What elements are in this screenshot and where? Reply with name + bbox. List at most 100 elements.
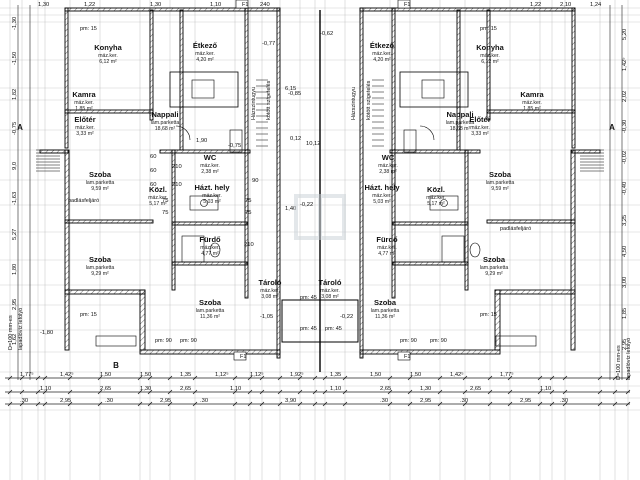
dimension-value: 1,62	[12, 334, 18, 345]
room-name: Nappali	[446, 110, 473, 119]
room-area: 9,29 m²	[485, 271, 503, 277]
room-area: 4,20 m²	[196, 57, 214, 63]
room-area: 3,33 m²	[76, 131, 94, 137]
dimension-tick	[597, 375, 603, 381]
wall	[359, 7, 364, 359]
room-name: Étkező	[193, 41, 218, 50]
room-floor: lam.parketta	[86, 180, 115, 186]
dimension-value: 2,95	[12, 299, 18, 310]
room-area: 1,85 m²	[75, 106, 93, 112]
wall	[139, 289, 146, 351]
room-floor: máz.ker.	[195, 51, 215, 57]
window-tag-box	[397, 0, 411, 9]
dimension-value: 0,12	[290, 136, 301, 142]
dimension-value: -0,40	[622, 182, 628, 195]
dimension-value: 1,40	[285, 206, 296, 212]
room-name: Szoba	[374, 298, 397, 307]
dimension-value: 2,65	[380, 386, 391, 392]
dimension-tick	[507, 401, 513, 407]
room-area: 5,03 m²	[203, 199, 221, 205]
wall	[571, 7, 576, 149]
dimension-value: 1,10	[230, 386, 241, 392]
dimension-value: 1,30	[140, 386, 151, 392]
wall	[171, 149, 176, 291]
room-floor: máz.ker.	[75, 125, 95, 131]
wall	[64, 7, 69, 149]
room-name: Szoba	[489, 170, 512, 179]
room-floor: lam.parketta	[196, 308, 225, 314]
sofa	[399, 71, 469, 108]
dimension-value: 1,85	[622, 308, 628, 319]
dimension-tick	[507, 389, 513, 395]
insulation-label: kötött szigetelés	[366, 80, 372, 120]
dimension-value: 75	[162, 210, 168, 216]
window-tag-box	[235, 0, 249, 9]
dimension-tick	[19, 375, 25, 381]
wall	[392, 221, 469, 226]
room-floor: máz.ker.	[148, 195, 168, 201]
dimension-tick	[192, 389, 198, 395]
room-name: Tároló	[319, 278, 342, 287]
dimension-value: 1,77⁵	[20, 371, 34, 378]
dimension-tick	[167, 389, 173, 395]
dimension-value: 1,24	[590, 2, 602, 8]
dimension-tick	[612, 389, 618, 395]
walls	[39, 7, 601, 372]
wall	[494, 289, 576, 295]
wall	[486, 109, 576, 114]
dimension-value: -0,30	[622, 120, 628, 133]
dimension-tick	[537, 375, 543, 381]
dimension-value: 1,30	[420, 386, 431, 392]
drain-label: D=100 mm-es	[8, 315, 14, 350]
room-name: Közl.	[427, 185, 445, 194]
dimension-tick	[562, 375, 568, 381]
dimension-value: 1,10	[40, 386, 51, 392]
dimension-tick	[167, 375, 173, 381]
dimension-tick	[259, 389, 265, 395]
room-area: 9,59 m²	[491, 186, 509, 192]
dimension-tick	[322, 401, 328, 407]
wall	[64, 149, 70, 351]
shaft-label: Házszintugyu	[351, 87, 357, 120]
dimension-value: 2,65	[180, 386, 191, 392]
dimension-value: 9,0	[12, 162, 18, 170]
room-area: 9,29 m²	[91, 271, 109, 277]
room-name: Kamra	[72, 90, 96, 99]
dimension-tick	[387, 375, 393, 381]
dimension-tick	[437, 375, 443, 381]
watermark-icon	[294, 194, 346, 240]
dimension-tick	[597, 401, 603, 407]
room-name: Szoba	[199, 298, 222, 307]
room-name: Házt. hely	[194, 183, 230, 192]
dimension-value: -0,75	[12, 122, 18, 135]
dimension-value: 1,10	[540, 386, 551, 392]
dimension-value: 1,10	[330, 386, 341, 392]
dimension-tick	[387, 401, 393, 407]
dimension-value: 210	[172, 164, 182, 170]
dimension-value: 1,30	[38, 2, 49, 8]
dimension-value: 2,95	[622, 339, 628, 350]
room-floor: máz.ker.	[74, 100, 94, 106]
dimension-tick	[562, 389, 568, 395]
dimension-value: 60	[150, 182, 156, 188]
dimension-tick	[67, 401, 73, 407]
dimension-tick	[247, 401, 253, 407]
wardrobe	[95, 335, 137, 347]
room-name: WC	[204, 153, 217, 162]
dimension-value: 75	[162, 198, 168, 204]
wall	[64, 289, 146, 295]
window-tag: F1	[242, 2, 248, 8]
room-name: Konyha	[476, 43, 504, 52]
dimension-tick	[259, 401, 265, 407]
dimension-value: 75	[245, 210, 251, 216]
room-name: WC	[382, 153, 395, 162]
dimension-value: 1,50	[410, 372, 421, 378]
room-name: Tároló	[259, 278, 282, 287]
shaft-label: Házszintugyu	[251, 87, 257, 120]
wall	[159, 149, 251, 154]
ceiling-height-label: pm: 90	[180, 338, 197, 344]
dimension-tick	[597, 389, 603, 395]
